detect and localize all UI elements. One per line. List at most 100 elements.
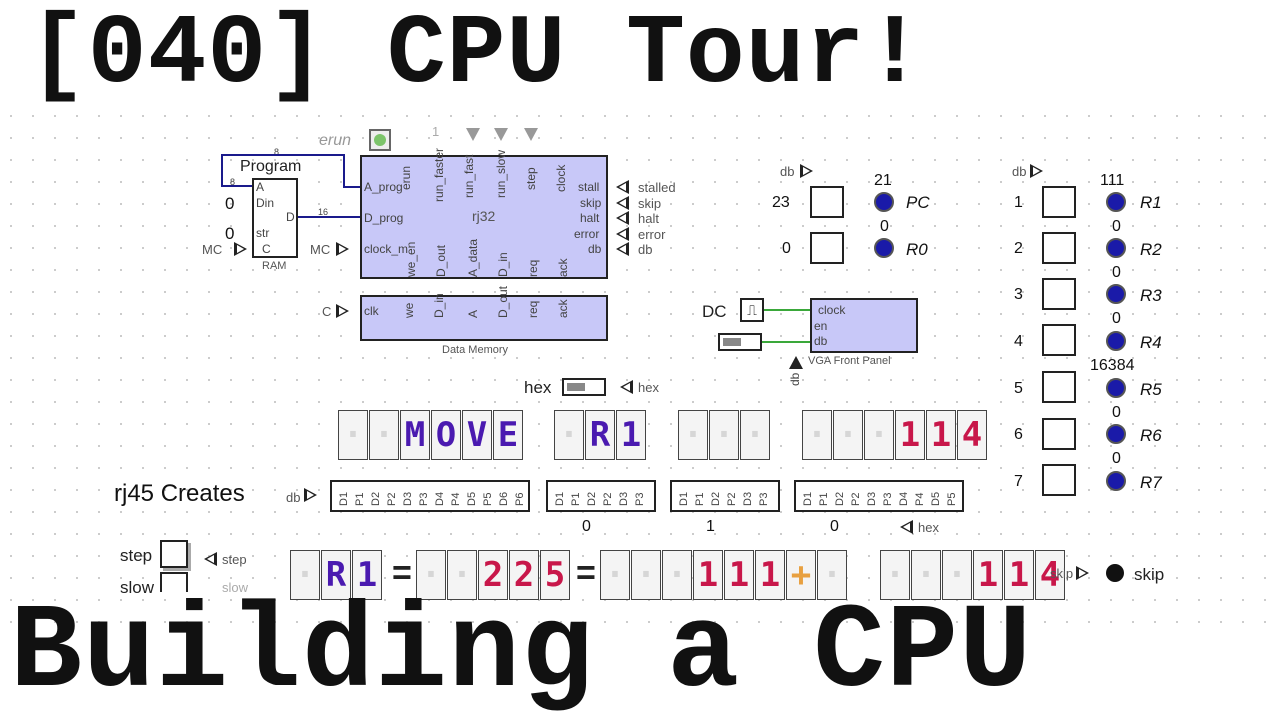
segment-digit: 1 bbox=[895, 410, 925, 460]
vga-pin-en: en bbox=[814, 319, 828, 333]
segment-digit: · bbox=[911, 550, 941, 600]
hex-toggle[interactable] bbox=[562, 378, 606, 396]
erun-button[interactable] bbox=[369, 129, 391, 151]
r6-input: 6 bbox=[1014, 426, 1023, 443]
decoder-pin: P1 bbox=[818, 492, 830, 506]
pc-db-input-icon[interactable] bbox=[800, 164, 813, 178]
cpu-pin-req: req bbox=[526, 259, 540, 277]
ram-pin-str: str bbox=[256, 226, 270, 240]
cpu-pin-step: step bbox=[524, 167, 538, 190]
video-title-bottom: Building a CPU bbox=[10, 586, 1033, 722]
cpu-pin-a-data: A_data bbox=[466, 238, 480, 277]
ram-pin-din: Din bbox=[256, 196, 275, 210]
data-memory-component[interactable] bbox=[360, 295, 608, 341]
r4-name: R4 bbox=[1140, 333, 1162, 352]
r3-input: 3 bbox=[1014, 286, 1023, 303]
cpu-component[interactable] bbox=[360, 155, 608, 279]
decoder-const-c: 1 bbox=[706, 518, 715, 535]
vga-db-input-icon[interactable] bbox=[789, 356, 803, 369]
vga-pin-clock: clock bbox=[818, 303, 846, 317]
slow-button[interactable] bbox=[160, 572, 188, 592]
regs-db-input-icon[interactable] bbox=[1030, 164, 1043, 178]
cpu-pin-skip: skip bbox=[580, 196, 602, 210]
decoder-pin: D2 bbox=[586, 491, 598, 506]
decoder-pin: D2 bbox=[370, 491, 382, 506]
pc-db-label: db bbox=[780, 164, 795, 179]
decoder-block-a[interactable] bbox=[330, 480, 530, 512]
vga-enable-toggle[interactable] bbox=[718, 333, 762, 351]
segment-digit: 1 bbox=[1004, 550, 1034, 600]
cpu-pin-clock-m: clock_m bbox=[364, 242, 409, 256]
decoder-block-b[interactable] bbox=[546, 480, 656, 512]
ram-component[interactable] bbox=[252, 178, 298, 258]
r7-led-icon bbox=[1106, 471, 1126, 491]
pc-register[interactable] bbox=[810, 186, 844, 218]
decoder-db-input-icon[interactable] bbox=[304, 488, 317, 502]
segment-digit: 1 bbox=[755, 550, 785, 600]
r3-register[interactable] bbox=[1042, 278, 1076, 310]
cpu-clock-label: MC bbox=[310, 242, 331, 257]
r4-register[interactable] bbox=[1042, 324, 1076, 356]
const-one: 1 bbox=[432, 124, 440, 139]
segment-digit: · bbox=[833, 410, 863, 460]
r2-name: R2 bbox=[1140, 240, 1162, 259]
r6-value: 0 bbox=[1112, 404, 1121, 421]
r2-led-icon bbox=[1106, 238, 1126, 258]
r7-register[interactable] bbox=[1042, 464, 1076, 496]
clock-generator-icon[interactable]: ⎍ bbox=[740, 298, 764, 322]
cpu-pin-db: db bbox=[588, 242, 602, 256]
step-output-icon bbox=[204, 552, 217, 566]
r0-register[interactable] bbox=[810, 232, 844, 264]
segment-digit: + bbox=[786, 550, 816, 600]
cpu-clock-input-icon[interactable] bbox=[336, 242, 349, 256]
wire bbox=[221, 185, 252, 187]
dm-clock-input-icon[interactable] bbox=[336, 304, 349, 318]
cpu-pin-halt: halt bbox=[580, 211, 600, 225]
ram-pin-d: D bbox=[286, 210, 295, 224]
decoder-pin: P4 bbox=[914, 492, 926, 506]
db-output-icon bbox=[616, 242, 629, 256]
decoder-pin: D3 bbox=[402, 491, 414, 506]
decoder-pin: D1 bbox=[802, 491, 814, 506]
pc-led-icon bbox=[874, 192, 894, 212]
wire bbox=[221, 154, 345, 156]
dm-pin-a: A bbox=[466, 309, 480, 318]
skip-out-label: skip bbox=[638, 196, 662, 211]
vga-component[interactable] bbox=[810, 298, 918, 353]
decoder-hex-input-icon[interactable] bbox=[900, 520, 913, 534]
ram-clock-input-icon[interactable] bbox=[234, 242, 247, 256]
hex-output-icon bbox=[620, 380, 633, 394]
r6-register[interactable] bbox=[1042, 418, 1076, 450]
step-button[interactable] bbox=[160, 540, 188, 568]
r2-register[interactable] bbox=[1042, 232, 1076, 264]
toggle-knob-icon bbox=[723, 338, 741, 346]
ram-bus-d: 16 bbox=[318, 207, 329, 217]
ram-pin-a: A bbox=[256, 180, 265, 194]
r5-register[interactable] bbox=[1042, 371, 1076, 403]
r1-input: 1 bbox=[1014, 194, 1023, 211]
segment-digit: · bbox=[864, 410, 894, 460]
stalled-output-icon bbox=[616, 180, 629, 194]
pc-input: 23 bbox=[772, 194, 790, 211]
cpu-pin-d-in: D_in bbox=[496, 252, 510, 277]
segment-digit: · bbox=[338, 410, 368, 460]
segment-digit: 4 bbox=[957, 410, 987, 460]
decoder-const-b: 0 bbox=[582, 518, 591, 535]
decoder-pin: P2 bbox=[386, 492, 398, 506]
wire bbox=[221, 154, 223, 186]
run-fast-input-icon[interactable] bbox=[494, 128, 508, 141]
ram-str-const: 0 bbox=[225, 224, 235, 243]
dm-pin-clk: clk bbox=[364, 304, 379, 318]
r4-value: 0 bbox=[1112, 310, 1121, 327]
decoder-block-d[interactable] bbox=[794, 480, 964, 512]
run-slow-input-icon[interactable] bbox=[524, 128, 538, 141]
program-label: Program bbox=[240, 158, 302, 175]
segment-digit: · bbox=[942, 550, 972, 600]
run-faster-input-icon[interactable] bbox=[466, 128, 480, 141]
r1-register[interactable] bbox=[1042, 186, 1076, 218]
decoder-pin: P3 bbox=[634, 492, 646, 506]
decoder-pin: P3 bbox=[418, 492, 430, 506]
decoder-const-d: 0 bbox=[830, 518, 839, 535]
decoder-block-c[interactable] bbox=[670, 480, 780, 512]
equals-sign: = bbox=[392, 554, 412, 592]
